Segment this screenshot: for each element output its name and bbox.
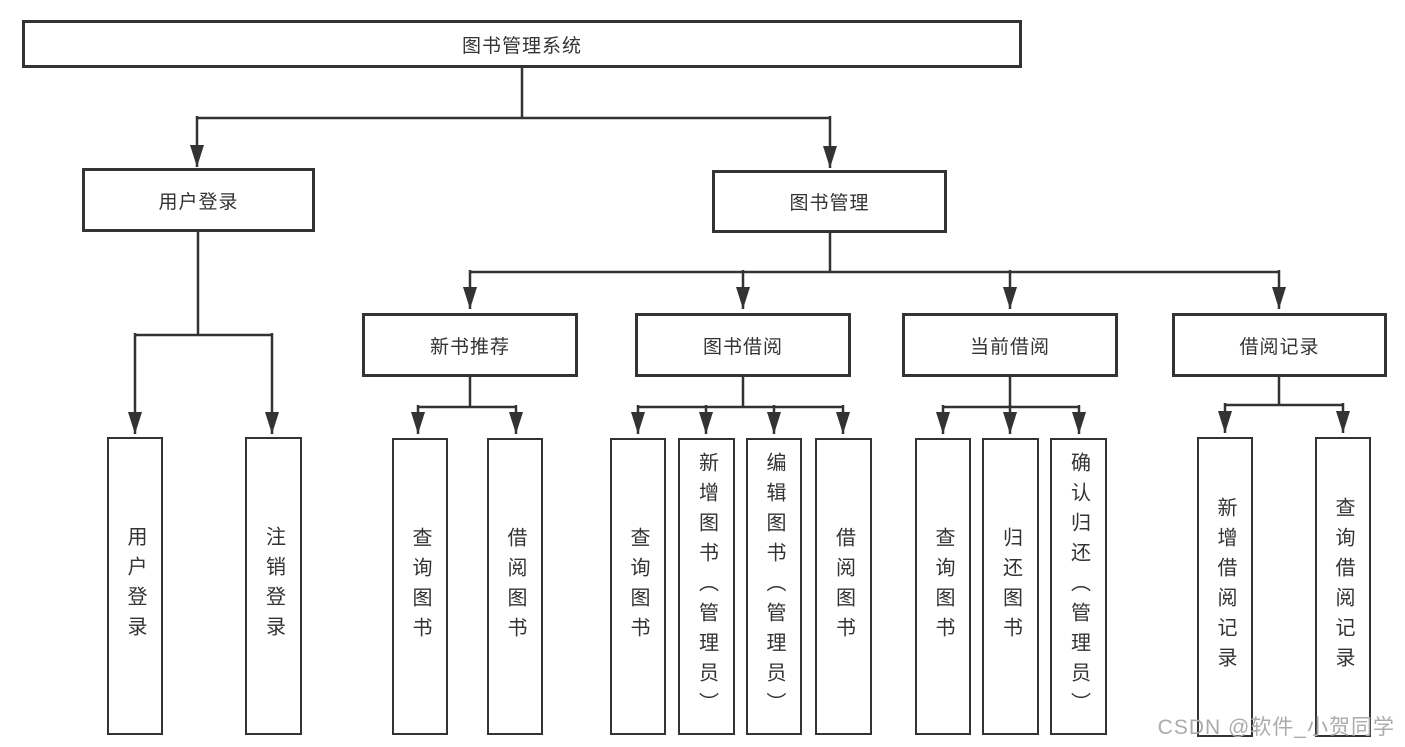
leaf-logout-login: 注销登录 [245, 437, 302, 735]
leaf-borrow-books-2: 借阅图书 [815, 438, 872, 735]
leaf-query-books-3: 查询图书 [915, 438, 971, 735]
leaf-query-books-1: 查询图书 [392, 438, 448, 735]
node-borrow-records: 借阅记录 [1172, 313, 1387, 377]
leaf-query-books-2: 查询图书 [610, 438, 666, 735]
watermark: CSDN @软件_小贺同学 [1157, 716, 1395, 739]
leaf-query-borrow-record: 查询借阅记录 [1315, 437, 1371, 737]
leaf-return-books: 归还图书 [982, 438, 1039, 735]
node-book-borrow: 图书借阅 [635, 313, 851, 377]
node-current-borrow: 当前借阅 [902, 313, 1118, 377]
leaf-add-borrow-record: 新增借阅记录 [1197, 437, 1253, 737]
leaf-edit-books-admin: 编辑图书（管理员） [746, 438, 802, 735]
node-new-book-recommend: 新书推荐 [362, 313, 578, 377]
leaf-add-books-admin: 新增图书（管理员） [678, 438, 735, 735]
leaf-user-login: 用户登录 [107, 437, 163, 735]
leaf-borrow-books-1: 借阅图书 [487, 438, 543, 735]
node-user-login: 用户登录 [82, 168, 315, 232]
leaf-confirm-return-admin: 确认归还（管理员） [1050, 438, 1107, 735]
node-book-management: 图书管理 [712, 170, 947, 233]
node-root: 图书管理系统 [22, 20, 1022, 68]
